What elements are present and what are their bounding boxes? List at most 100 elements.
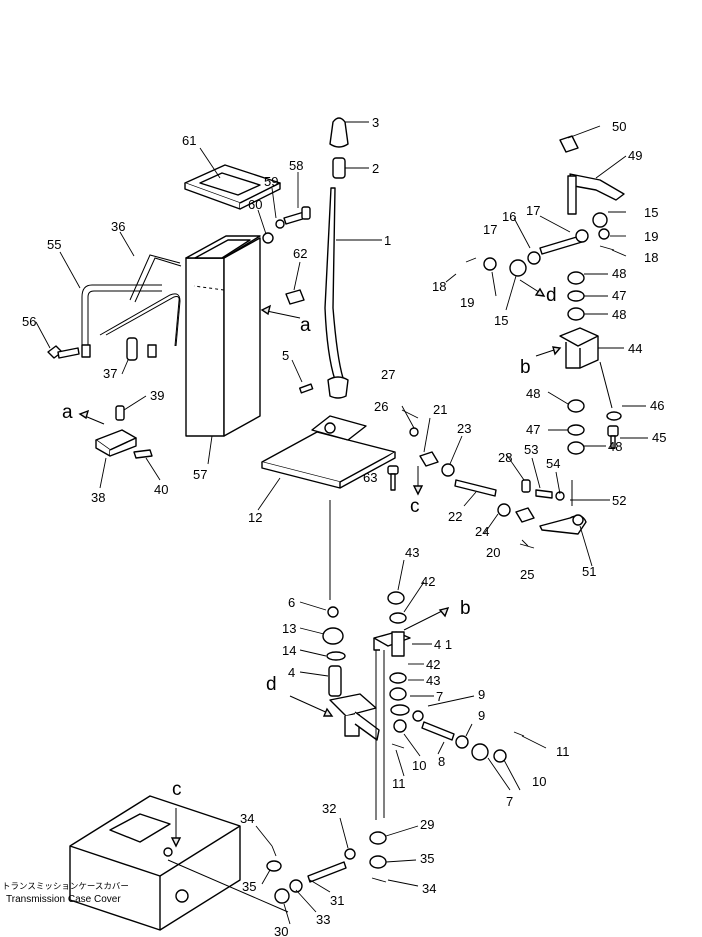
callout-10a: 10: [412, 758, 426, 773]
washer-42b: [389, 672, 407, 684]
nut-48a: [567, 271, 585, 285]
rod-8: [421, 721, 455, 741]
callout-48c: 48: [526, 386, 540, 401]
callout-36: 36: [111, 219, 125, 234]
callout-11a: 11: [392, 776, 406, 791]
base-plate: [261, 415, 396, 489]
shift-lever: [324, 187, 349, 399]
callout-37: 37: [103, 366, 117, 381]
callout-33: 33: [316, 912, 330, 927]
callout-58: 58: [289, 158, 303, 173]
callout-61: 61: [182, 133, 196, 148]
nut-17a: [575, 229, 589, 243]
end-30: [274, 888, 290, 904]
callout-60: 60: [248, 197, 262, 212]
nut-10a: [393, 719, 407, 733]
callout-6: 6: [288, 595, 295, 610]
washer-33: [289, 879, 303, 893]
bolt-45: [607, 425, 619, 449]
nut-35a: [369, 855, 387, 869]
pin-34a: [371, 877, 387, 883]
nut-10b: [493, 749, 507, 763]
callout-59: 59: [264, 174, 278, 189]
ring-9b: [455, 735, 469, 749]
nut-17b: [527, 251, 541, 265]
callout-12: 12: [248, 510, 262, 525]
callout-8: 8: [438, 754, 445, 769]
bracket-44: [559, 327, 599, 369]
callout-35a: 35: [420, 851, 434, 866]
callout-56: 56: [22, 314, 36, 329]
washer-47b: [567, 424, 585, 436]
ref-c-cover: c: [172, 779, 182, 800]
washer-59: [275, 219, 285, 229]
callout-30: 30: [274, 924, 288, 937]
spacer-37: [126, 337, 138, 361]
callout-9b: 9: [478, 708, 485, 723]
caption-english: Transmission Case Cover: [6, 894, 121, 905]
callout-31: 31: [330, 893, 344, 908]
callout-39: 39: [150, 388, 164, 403]
callout-41: 4 1: [434, 637, 452, 652]
callout-51: 51: [582, 564, 596, 579]
nut-43a: [387, 591, 405, 605]
callout-2: 2: [372, 161, 379, 176]
washer-14: [326, 651, 346, 661]
callout-63: 63: [363, 470, 377, 485]
nut-24: [497, 503, 511, 517]
callout-54: 54: [546, 456, 560, 471]
callout-34a: 34: [422, 881, 436, 896]
callout-7a: 7: [436, 689, 443, 704]
pin-5: [298, 383, 314, 394]
lever-49: [567, 173, 625, 215]
rod-31: [307, 861, 347, 883]
nut-23: [441, 463, 455, 477]
nut-15b: [509, 259, 527, 277]
callout-3: 3: [372, 115, 379, 130]
callout-48d: 48: [608, 439, 622, 454]
callout-38: 38: [91, 490, 105, 505]
shift-knob: [329, 117, 349, 148]
bracket-38: [95, 429, 137, 457]
nut-48d: [567, 441, 585, 455]
callout-55: 55: [47, 237, 61, 252]
washer-19b: [483, 257, 497, 271]
bracket-41: [373, 631, 411, 657]
callout-15b: 15: [494, 313, 508, 328]
washer-42a: [389, 612, 407, 624]
ring-9a: [412, 710, 424, 722]
callout-48b: 48: [612, 307, 626, 322]
callout-24: 24: [475, 524, 489, 539]
nut-43b: [389, 687, 407, 701]
callout-18a: 18: [644, 250, 658, 265]
nut-26: [409, 427, 419, 437]
callout-18b: 18: [432, 279, 446, 294]
callout-9a: 9: [478, 687, 485, 702]
ref-a-bracket: a: [62, 402, 73, 423]
callout-46: 46: [650, 398, 664, 413]
pin-25: [519, 543, 535, 549]
bolt-58: [283, 206, 311, 225]
washer-32: [344, 848, 356, 860]
pin-11a: [391, 743, 405, 749]
nut-29: [369, 831, 387, 845]
callout-43a: 43: [405, 545, 419, 560]
shaft-16: [539, 235, 583, 255]
washer-19a: [598, 228, 610, 240]
callout-50: 50: [612, 119, 626, 134]
guard-bar: [81, 254, 182, 358]
washer-7b: [471, 743, 489, 761]
callout-11b: 11: [556, 744, 570, 759]
callout-4: 4: [288, 665, 295, 680]
bushing-13: [322, 627, 344, 645]
callout-40: 40: [154, 482, 168, 497]
pin-34b: [271, 845, 277, 857]
callout-57: 57: [193, 467, 207, 482]
pin-18a: [599, 245, 615, 251]
callout-19b: 19: [460, 295, 474, 310]
callout-26: 26: [374, 399, 388, 414]
callout-17b: 17: [483, 222, 497, 237]
cover-plate: [184, 164, 281, 210]
nut-48c: [567, 399, 585, 413]
